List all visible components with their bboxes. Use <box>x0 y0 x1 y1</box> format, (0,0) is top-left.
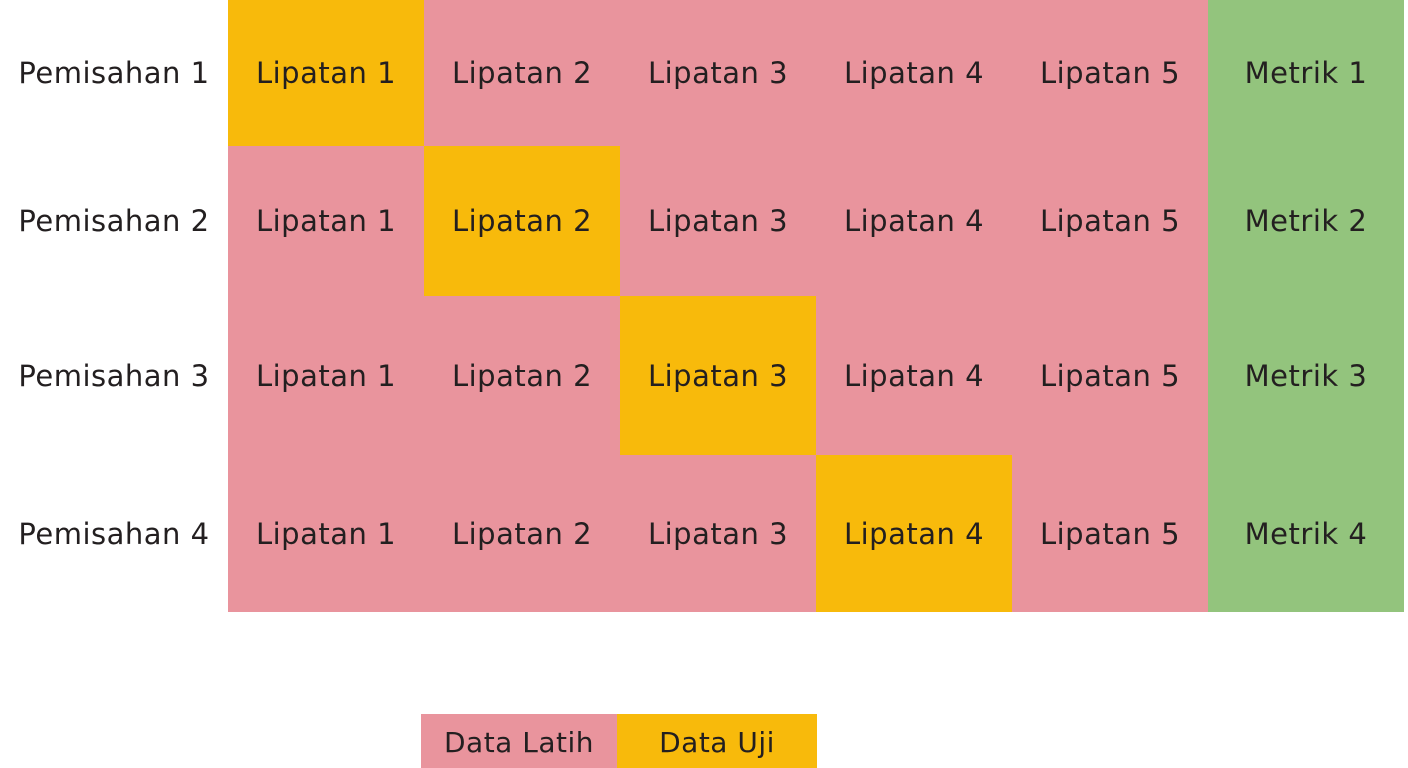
fold-cell-train: Lipatan 3 <box>620 455 816 612</box>
fold-cell-train: Lipatan 5 <box>1012 146 1208 296</box>
fold-cell-train: Lipatan 2 <box>424 455 620 612</box>
legend: Data Latih Data Uji <box>421 714 817 768</box>
fold-cell-train: Lipatan 3 <box>620 0 816 146</box>
fold-cell-test: Lipatan 3 <box>620 296 816 455</box>
fold-cell-test: Lipatan 1 <box>228 0 424 146</box>
legend-item-train: Data Latih <box>421 714 617 768</box>
fold-cell-train: Lipatan 1 <box>228 296 424 455</box>
row-label-pemisahan-2: Pemisahan 2 <box>18 204 210 238</box>
cross-validation-grid: Pemisahan 1 Lipatan 1 Lipatan 2 Lipatan … <box>0 0 1404 612</box>
fold-cell-train: Lipatan 4 <box>816 296 1012 455</box>
fold-cell-train: Lipatan 5 <box>1012 296 1208 455</box>
cv-row-1: Pemisahan 1 Lipatan 1 Lipatan 2 Lipatan … <box>0 0 1404 146</box>
metric-cell: Metrik 4 <box>1208 455 1404 612</box>
cv-row-3: Pemisahan 3 Lipatan 1 Lipatan 2 Lipatan … <box>0 296 1404 455</box>
fold-cell-train: Lipatan 5 <box>1012 0 1208 146</box>
fold-cell-train: Lipatan 2 <box>424 296 620 455</box>
fold-cell-train: Lipatan 4 <box>816 146 1012 296</box>
fold-cell-train: Lipatan 2 <box>424 0 620 146</box>
row-label-pemisahan-4: Pemisahan 4 <box>18 516 210 551</box>
legend-item-test: Data Uji <box>617 714 817 768</box>
fold-cell-test: Lipatan 2 <box>424 146 620 296</box>
metric-cell: Metrik 3 <box>1208 296 1404 455</box>
row-label-pemisahan-1: Pemisahan 1 <box>18 56 210 90</box>
metric-cell: Metrik 1 <box>1208 0 1404 146</box>
fold-cell-train: Lipatan 1 <box>228 146 424 296</box>
cv-row-4: Pemisahan 4 Lipatan 1 Lipatan 2 Lipatan … <box>0 455 1404 612</box>
fold-cell-test: Lipatan 4 <box>816 455 1012 612</box>
cv-row-2: Pemisahan 2 Lipatan 1 Lipatan 2 Lipatan … <box>0 146 1404 296</box>
fold-cell-train: Lipatan 3 <box>620 146 816 296</box>
row-label-pemisahan-3: Pemisahan 3 <box>18 358 210 393</box>
metric-cell: Metrik 2 <box>1208 146 1404 296</box>
fold-cell-train: Lipatan 5 <box>1012 455 1208 612</box>
fold-cell-train: Lipatan 1 <box>228 455 424 612</box>
fold-cell-train: Lipatan 4 <box>816 0 1012 146</box>
